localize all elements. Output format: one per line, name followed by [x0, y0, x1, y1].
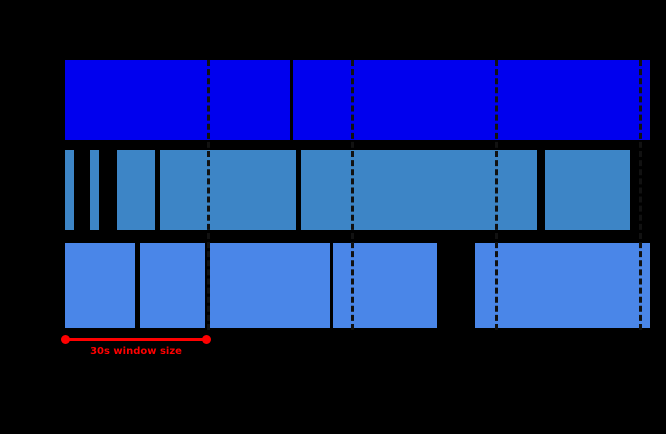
window-size-start-marker [61, 335, 70, 344]
segment-track-3-2 [210, 243, 330, 328]
window-size-end-marker [202, 335, 211, 344]
segment-track-3-4 [475, 243, 650, 328]
segment-track-1-0 [65, 60, 290, 140]
segment-track-2-0 [65, 150, 74, 230]
segment-track-2-2 [117, 150, 155, 230]
segment-track-3-0 [65, 243, 135, 328]
segment-track-2-3 [160, 150, 296, 230]
window-size-measure-line [65, 338, 207, 341]
segment-track-2-1 [90, 150, 99, 230]
segment-track-3-1 [140, 243, 205, 328]
window-size-label: 30s window size [90, 346, 182, 357]
segment-track-2-5 [545, 150, 630, 230]
segment-track-3-3 [333, 243, 437, 328]
